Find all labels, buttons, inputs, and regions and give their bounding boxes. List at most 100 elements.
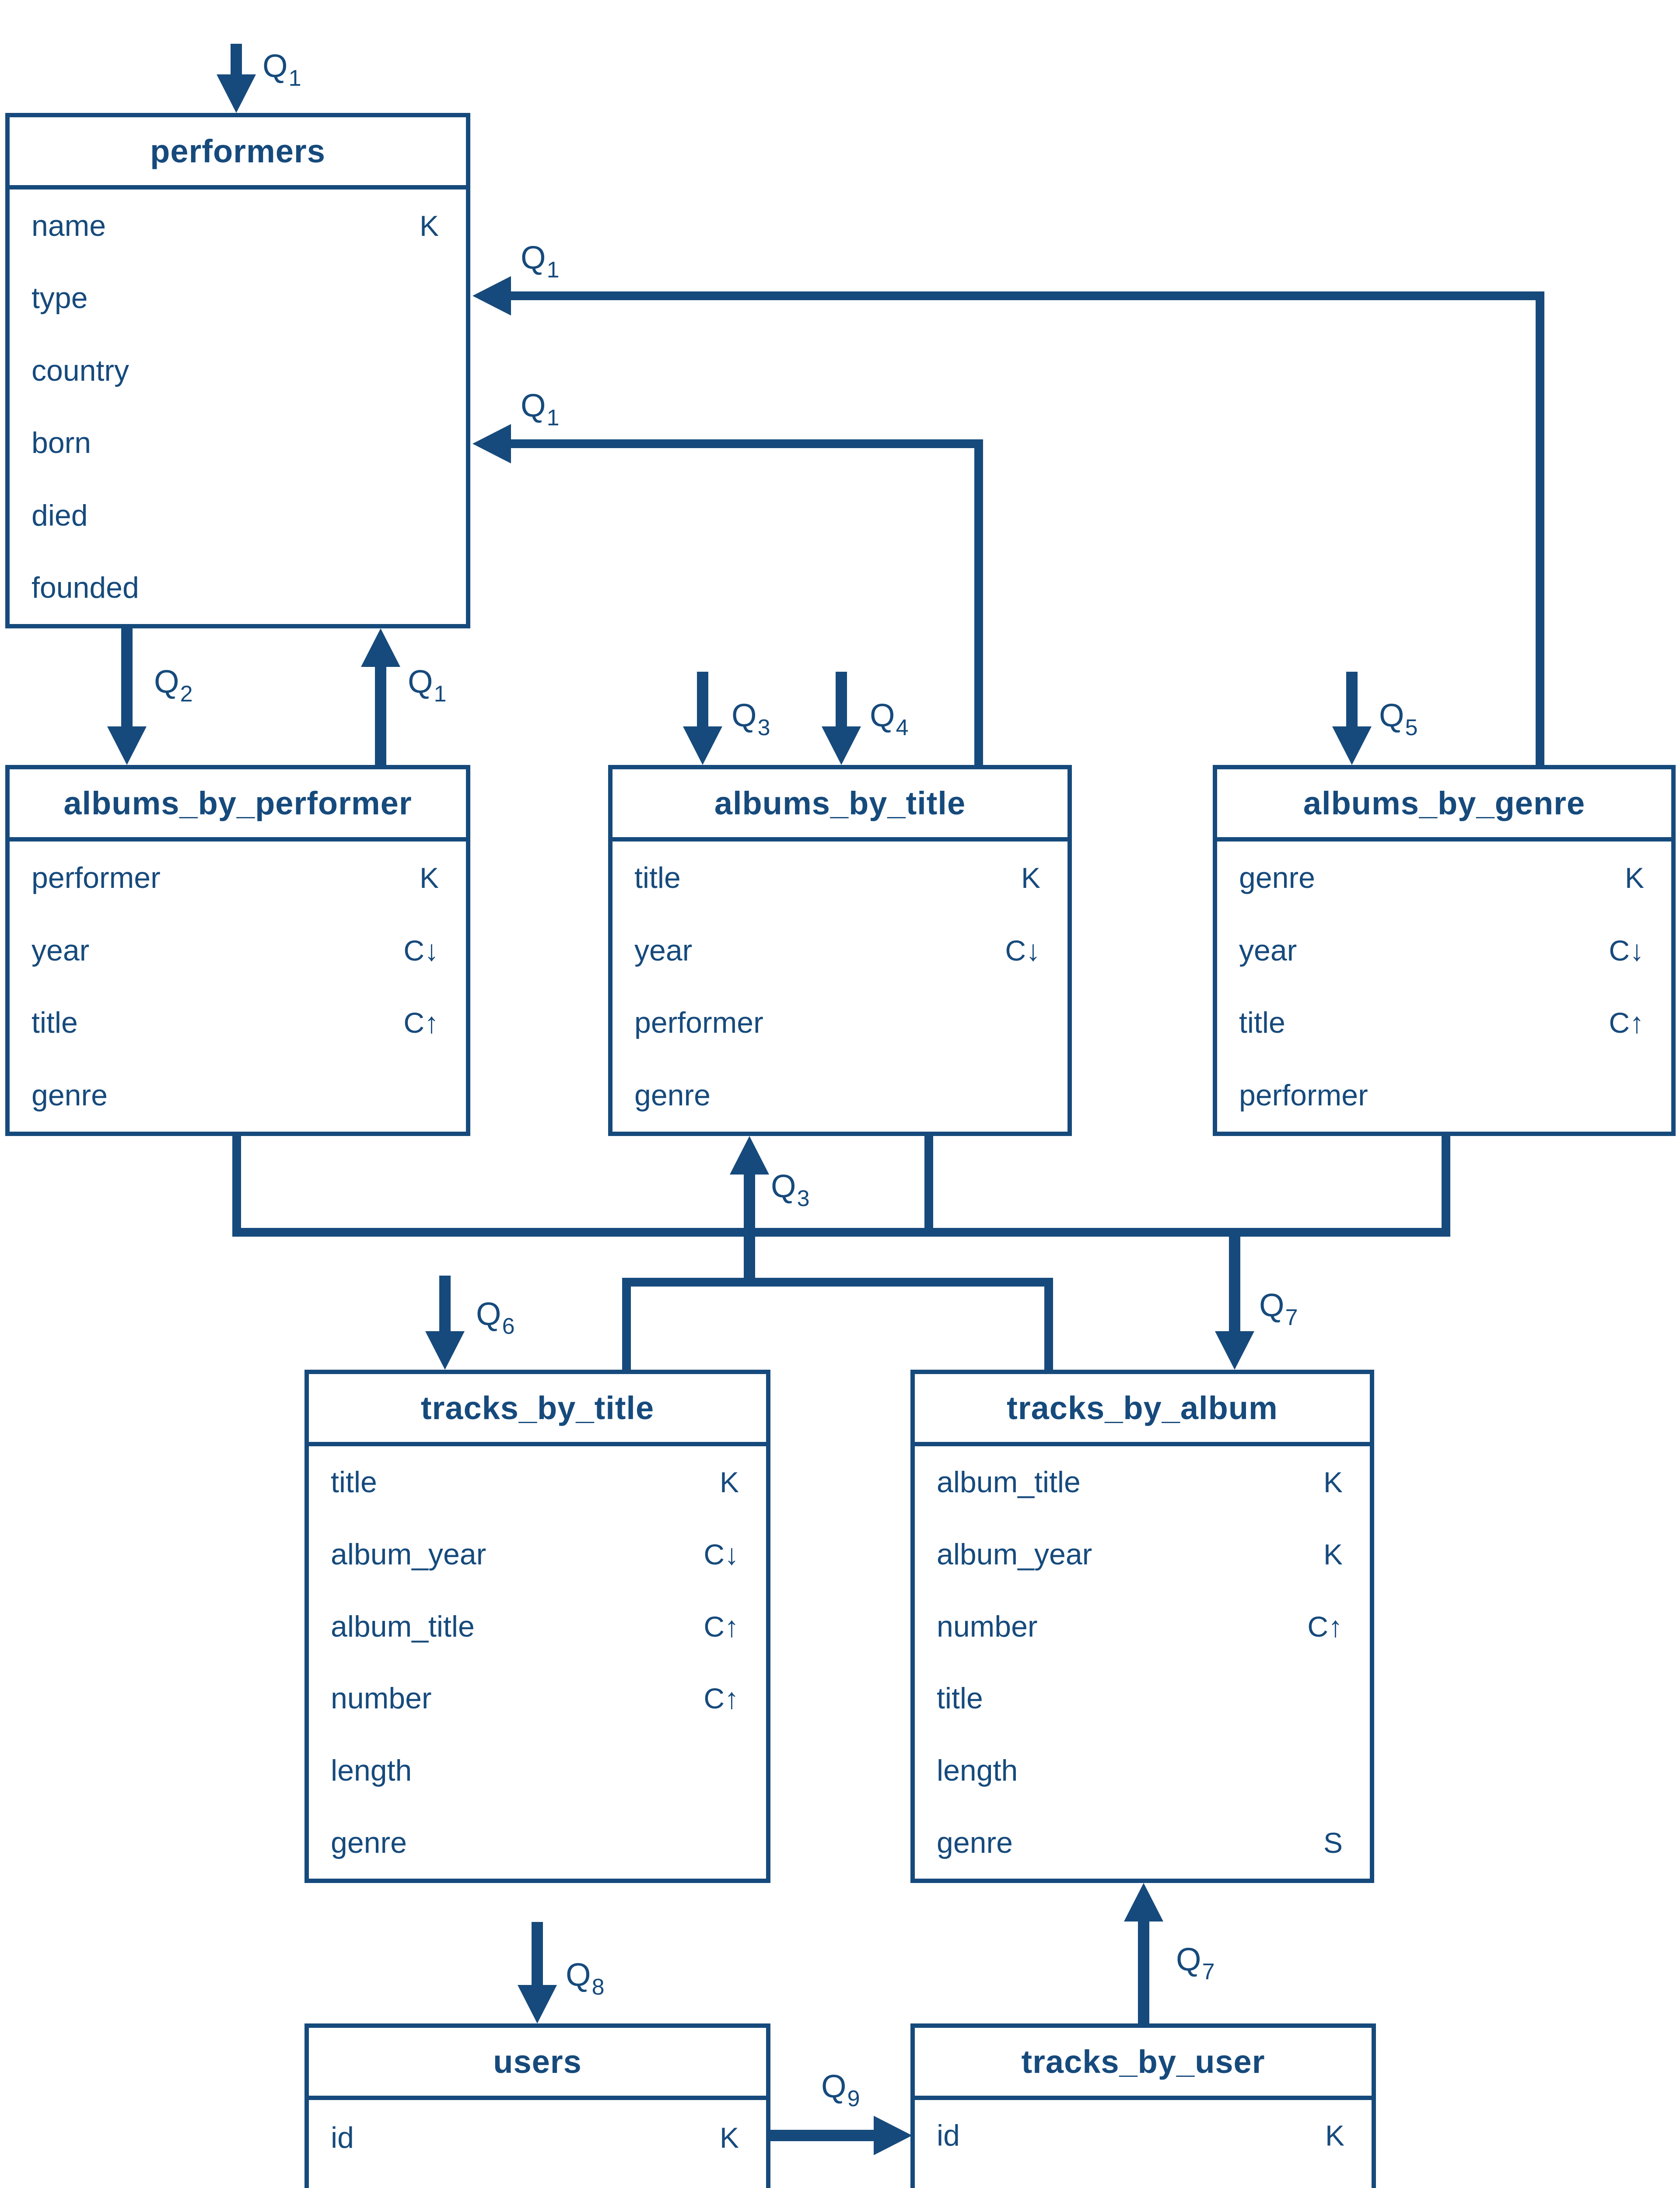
query-letter: Q <box>732 697 757 733</box>
connector-segment <box>924 1136 933 1237</box>
field-key-marker: C↓ <box>403 934 439 967</box>
field-key-marker: K <box>419 861 439 894</box>
query-letter: Q <box>408 663 433 700</box>
field-key-marker: C↓ <box>1609 934 1644 967</box>
connector-q1-from-albums-by-genre <box>472 276 1544 765</box>
connector-segment <box>836 672 847 731</box>
field-row-title: title C↑ <box>1217 987 1671 1059</box>
field-key-marker: C↓ <box>704 1538 739 1571</box>
field-name: type <box>32 281 88 315</box>
field-name: year <box>32 933 90 967</box>
arrowhead-down-icon <box>1215 1331 1254 1370</box>
field-key-marker: K <box>1323 1538 1343 1571</box>
query-number: 4 <box>896 715 909 740</box>
connector-q1-up <box>361 628 400 765</box>
query-letter: Q <box>262 48 288 84</box>
arrowhead-down-icon <box>217 74 256 113</box>
field-row-performer: performer <box>612 987 1068 1059</box>
query-number: 6 <box>502 1314 515 1339</box>
connector-segment <box>1442 1136 1450 1237</box>
field-name: founded <box>32 571 139 605</box>
connector-q1-top <box>217 44 256 113</box>
table-users: usersidKname <box>304 2023 770 2188</box>
query-letter: Q <box>521 239 546 276</box>
field-name: genre <box>937 1826 1013 1859</box>
field-row-genre: genre <box>10 1059 466 1132</box>
query-letter: Q <box>1379 697 1404 733</box>
arrowhead-up-icon <box>361 628 400 667</box>
field-key-marker: K <box>719 1466 739 1499</box>
field-name: name <box>32 209 106 242</box>
field-name: number <box>331 1682 432 1715</box>
connector-segment <box>770 2130 876 2141</box>
field-key-marker: C↑ <box>403 1006 439 1039</box>
connector-label-q9-users-to-tracks-by-user: Q9 <box>821 2068 860 2111</box>
arrowhead-down-icon <box>1332 726 1372 765</box>
connector-segment <box>974 439 983 765</box>
table-title-tracks_by_title: tracks_by_title <box>309 1374 766 1446</box>
table-tracks_by_user: tracks_by_useridKtimestampC↓album_titleC… <box>910 2023 1376 2188</box>
field-key-marker: C↑ <box>1307 1610 1343 1643</box>
query-letter: Q <box>154 663 179 700</box>
query-number: 3 <box>757 715 770 740</box>
connector-q5-into-albums-by-genre <box>1332 672 1372 765</box>
field-row-length: length <box>309 1735 766 1807</box>
query-letter: Q <box>821 2068 847 2104</box>
field-name: id <box>937 2119 960 2153</box>
field-name: year <box>1239 933 1297 967</box>
arrowhead-left-icon <box>472 276 511 316</box>
field-row-name: name <box>309 2175 766 2188</box>
table-title-tracks_by_user: tracks_by_user <box>915 2028 1372 2100</box>
connector-segment <box>697 672 708 731</box>
connector-segment <box>622 1278 1053 1287</box>
query-letter: Q <box>566 1957 591 1993</box>
field-name: title <box>1239 1006 1285 1040</box>
field-name: born <box>32 426 91 460</box>
field-row-timestamp: timestampC↓ <box>915 2171 1372 2188</box>
table-title-performers: performers <box>10 117 466 189</box>
query-letter: Q <box>870 697 895 733</box>
arrowhead-down-icon <box>425 1331 465 1370</box>
arrowhead-down-icon <box>107 726 147 765</box>
field-name: id <box>331 2121 354 2154</box>
table-rows: idKtimestampC↓album_titleC↑album_yearC↑n… <box>915 2100 1372 2188</box>
field-name: title <box>331 1466 377 1499</box>
field-row-founded: founded <box>10 552 466 624</box>
field-key-marker: C↑ <box>1609 1006 1644 1039</box>
table-title-albums_by_performer: albums_by_performer <box>10 769 466 842</box>
field-key-marker: C↑ <box>704 1610 739 1643</box>
field-name: album_year <box>331 1538 486 1571</box>
query-letter: Q <box>476 1296 501 1332</box>
field-name: country <box>32 354 129 387</box>
query-letter: Q <box>1176 1941 1201 1978</box>
field-name: died <box>32 498 88 532</box>
table-title-albums_by_genre: albums_by_genre <box>1217 769 1671 842</box>
field-name: genre <box>331 1826 407 1859</box>
connector-segment <box>232 1228 1450 1237</box>
connector-label-q1-from-albums-by-genre: Q1 <box>521 239 559 283</box>
query-number: 3 <box>797 1186 810 1211</box>
field-name: year <box>634 933 693 967</box>
connector-q6-into-tracks-by-title <box>425 1276 465 1370</box>
query-number: 1 <box>546 257 560 283</box>
connector-q8-into-users <box>518 1922 557 2023</box>
query-letter: Q <box>521 387 546 424</box>
